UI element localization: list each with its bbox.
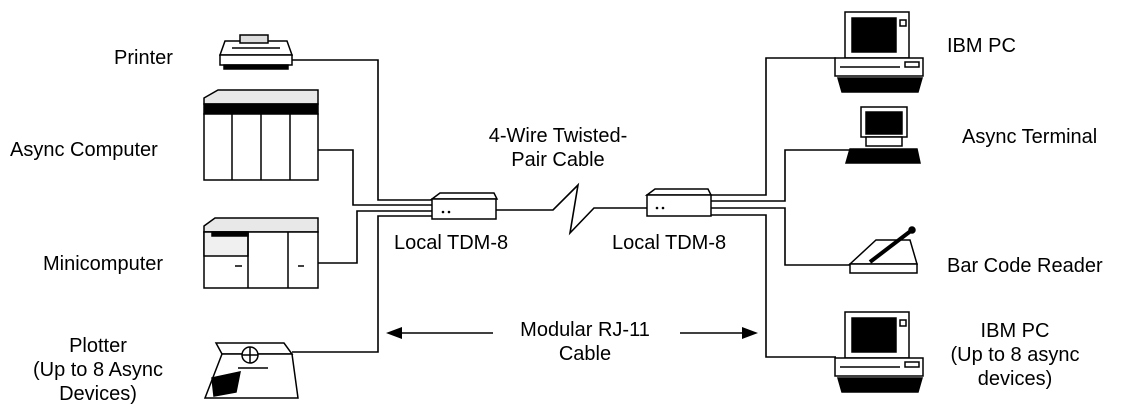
cable-ibm-pc-top xyxy=(711,57,836,196)
cable-async-terminal xyxy=(711,149,855,202)
label-twisted-pair-line2: Pair Cable xyxy=(511,149,605,171)
cable-printer xyxy=(291,59,432,201)
async-computer-icon xyxy=(203,89,319,181)
plotter-icon xyxy=(203,342,299,399)
label-plotter-line1: Plotter xyxy=(69,335,127,357)
label-ibm-pc-bottom-line3: devices) xyxy=(977,368,1053,390)
label-async-computer: Async Computer xyxy=(10,139,158,161)
label-bar-code-reader: Bar Code Reader xyxy=(947,255,1103,277)
label-modular-cable: Modular RJ-11 Cable xyxy=(490,318,680,366)
label-tdm-left: Local TDM-8 xyxy=(394,232,509,254)
ibm-pc-top-icon xyxy=(834,11,924,93)
cable-plotter xyxy=(292,215,432,353)
label-tdm-right: Local TDM-8 xyxy=(612,232,727,254)
label-modular-line2: Cable xyxy=(558,343,612,365)
printer-icon xyxy=(218,34,294,70)
label-ibm-pc-bottom-line1: IBM PC xyxy=(980,320,1050,342)
label-minicomputer: Minicomputer xyxy=(43,253,164,275)
label-twisted-pair: 4-Wire Twisted- Pair Cable xyxy=(468,124,648,172)
cable-minicomputer xyxy=(318,210,432,264)
label-plotter-line3: Devices) xyxy=(59,383,137,405)
tdm-right-icon xyxy=(644,188,713,217)
label-ibm-pc-bottom-line2: (Up to 8 async xyxy=(950,344,1080,366)
label-ibm-pc-bottom: IBM PC (Up to 8 async devices) xyxy=(930,319,1100,391)
bar-code-reader-icon xyxy=(848,226,918,274)
label-plotter: Plotter (Up to 8 Async Devices) xyxy=(0,334,196,406)
label-printer: Printer xyxy=(114,47,173,69)
cable-bar-code-reader xyxy=(711,207,850,266)
label-async-terminal: Async Terminal xyxy=(962,126,1098,148)
cable-ibm-pc-bottom xyxy=(711,214,836,358)
label-plotter-line2: (Up to 8 Async xyxy=(32,359,164,381)
label-modular-line1: Modular RJ-11 xyxy=(520,319,650,341)
modular-cable-arrows xyxy=(386,327,758,339)
ibm-pc-bottom-icon xyxy=(834,311,924,393)
minicomputer-icon xyxy=(203,217,319,289)
label-ibm-pc-top: IBM PC xyxy=(947,35,1016,57)
tdm-left-icon xyxy=(429,192,499,220)
cable-async-computer xyxy=(318,149,432,206)
async-terminal-icon xyxy=(845,106,921,164)
twisted-pair-cable xyxy=(496,182,647,236)
label-twisted-pair-line1: 4-Wire Twisted- xyxy=(488,125,628,147)
